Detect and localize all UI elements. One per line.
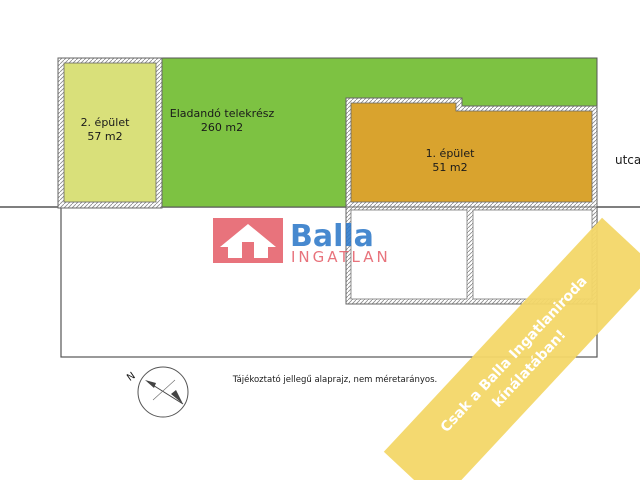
plot-name: Eladandó telekrész	[170, 107, 275, 120]
compass-north-letter: N	[125, 371, 137, 384]
balla-logo: Balla INGATLAN	[213, 218, 391, 266]
disclaimer-note: Tájékoztató jellegű alaprajz, nem méreta…	[232, 374, 437, 385]
compass-icon	[137, 366, 189, 418]
building1-area-label: 51 m2	[432, 161, 467, 174]
house-icon	[213, 218, 283, 263]
building1-area	[350, 102, 593, 203]
building2-name: 2. épület	[81, 116, 131, 129]
plot-area-label: 260 m2	[201, 121, 243, 134]
lower-room-left	[350, 209, 468, 300]
logo-sub-text: INGATLAN	[291, 248, 391, 266]
building2-area-label: 57 m2	[87, 130, 122, 143]
building1-name: 1. épület	[426, 147, 476, 160]
street-label: utca	[615, 153, 640, 167]
building2-area	[63, 62, 157, 203]
logo-brand-text: Balla	[290, 219, 374, 254]
